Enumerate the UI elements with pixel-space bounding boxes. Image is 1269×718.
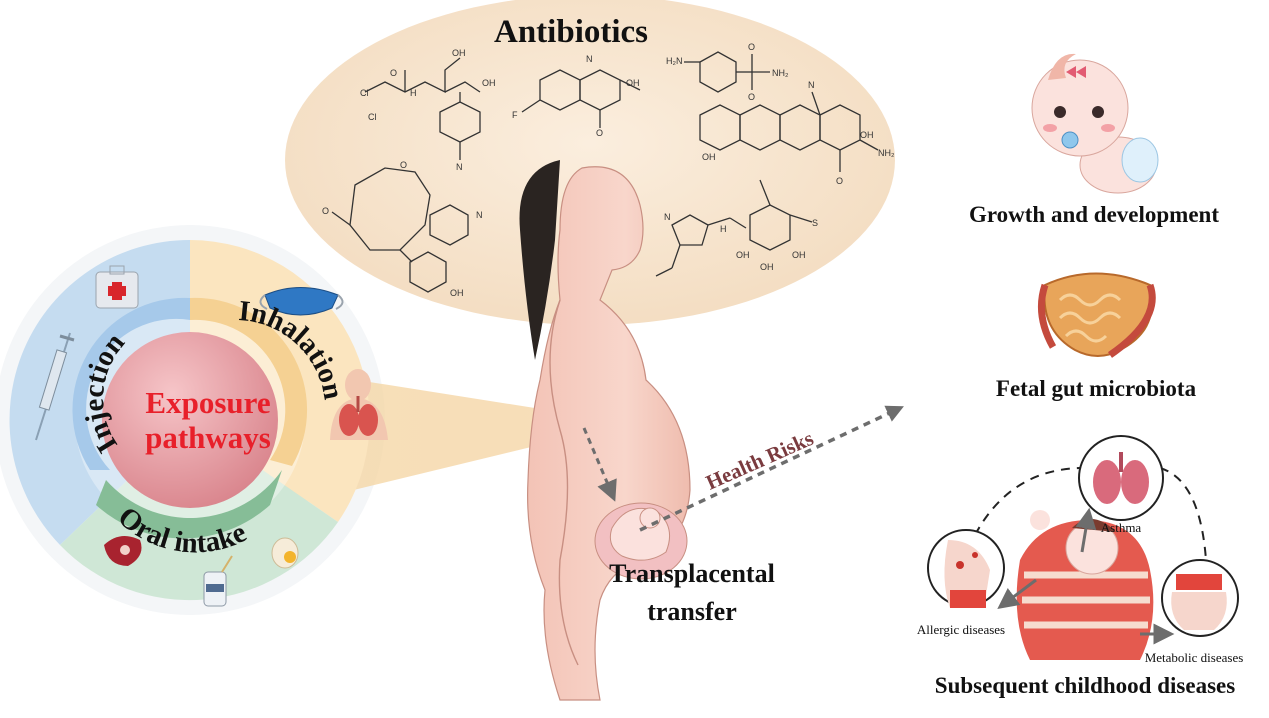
svg-text:OH: OH (450, 288, 464, 298)
svg-text:H: H (720, 224, 727, 234)
svg-text:O: O (322, 206, 329, 216)
molecule-atom-labels: OH OH Cl Cl O H N F N OH O H₂N O O NH₂ N… (322, 42, 895, 298)
antibiotics-title: Antibiotics (494, 14, 649, 50)
svg-text:OH: OH (736, 250, 750, 260)
allergic-label: Allergic diseases (917, 622, 1005, 637)
child-figure (1016, 510, 1154, 660)
cycle-arrow-right (1159, 467, 1207, 561)
raw-meat-icon (104, 536, 142, 566)
macrolide-molecule (331, 167, 469, 293)
first-aid-kit-icon (95, 265, 139, 309)
face-mask-icon (259, 287, 344, 316)
exposure-label-line1: Exposure (145, 385, 270, 420)
hair (519, 160, 560, 360)
svg-text:S: S (812, 218, 818, 228)
asthma-label: Asthma (1101, 520, 1142, 535)
allergic-skin-icon (927, 529, 1005, 608)
asthma-lungs-icon (1078, 435, 1164, 521)
svg-text:OH: OH (482, 78, 496, 88)
molecule-structures (331, 51, 879, 293)
exposure-label-line2: pathways (145, 420, 271, 455)
svg-text:O: O (748, 92, 755, 102)
svg-text:O: O (748, 42, 755, 52)
injection-band (72, 297, 190, 470)
svg-text:H₂N: H₂N (666, 56, 683, 66)
svg-text:O: O (400, 160, 407, 170)
asthma-arrow (1075, 507, 1097, 553)
svg-text:N: N (476, 210, 483, 220)
lincosamide-molecule (655, 179, 813, 277)
syringe-icon (35, 332, 75, 441)
transplacental-label-line2: transfer (647, 597, 737, 626)
svg-text:N: N (664, 212, 671, 222)
svg-text:OH: OH (452, 48, 466, 58)
milk-bottle-icon (203, 555, 233, 607)
microbiota-label: Fetal gut microbiota (996, 376, 1197, 401)
svg-text:Cl: Cl (368, 112, 377, 122)
svg-text:F: F (512, 110, 518, 120)
baby-icon (1031, 53, 1159, 194)
antibiotics-bubble (285, 0, 895, 325)
transplacental-label-line1: Transplacental (609, 559, 775, 588)
inhalation-band (190, 297, 308, 466)
growth-label: Growth and development (969, 202, 1219, 227)
quinolone-molecule (521, 69, 641, 128)
intestine-icon (1037, 272, 1156, 358)
arm (549, 299, 579, 666)
svg-text:OH: OH (792, 250, 806, 260)
egg-icon (271, 537, 299, 569)
allergic-arrow (997, 578, 1037, 610)
svg-text:H: H (410, 88, 417, 98)
svg-text:OH: OH (702, 152, 716, 162)
metabolic-label: Metabolic diseases (1145, 650, 1244, 665)
metabolic-belly-icon (1161, 559, 1239, 637)
respiratory-system-icon (330, 369, 388, 440)
svg-text:OH: OH (626, 78, 640, 88)
svg-text:O: O (390, 68, 397, 78)
health-risks-arrow (639, 405, 904, 532)
svg-text:N: N (456, 162, 463, 172)
svg-text:N: N (808, 80, 815, 90)
childhood-diseases-label: Subsequent childhood diseases (935, 673, 1235, 698)
cycle-arrow-left (974, 467, 1081, 536)
exposure-hub (102, 332, 278, 508)
svg-text:Cl: Cl (360, 88, 369, 98)
exposure-ring (9, 239, 370, 601)
svg-text:NH₂: NH₂ (878, 148, 895, 158)
pregnant-woman-figure (519, 160, 691, 701)
body (527, 166, 691, 701)
svg-text:N: N (586, 54, 593, 64)
svg-text:OH: OH (860, 130, 874, 140)
chloramphenicol-molecule (364, 57, 481, 160)
transfer-arrow (582, 427, 617, 502)
tetracycline-molecule (699, 91, 879, 172)
oral-band (96, 470, 282, 539)
svg-text:O: O (596, 128, 603, 138)
health-risks-label: Health Risks (702, 426, 817, 495)
sulfonamide-molecule (684, 51, 770, 93)
svg-text:NH₂: NH₂ (772, 68, 789, 78)
svg-text:OH: OH (760, 262, 774, 272)
svg-text:O: O (836, 176, 843, 186)
